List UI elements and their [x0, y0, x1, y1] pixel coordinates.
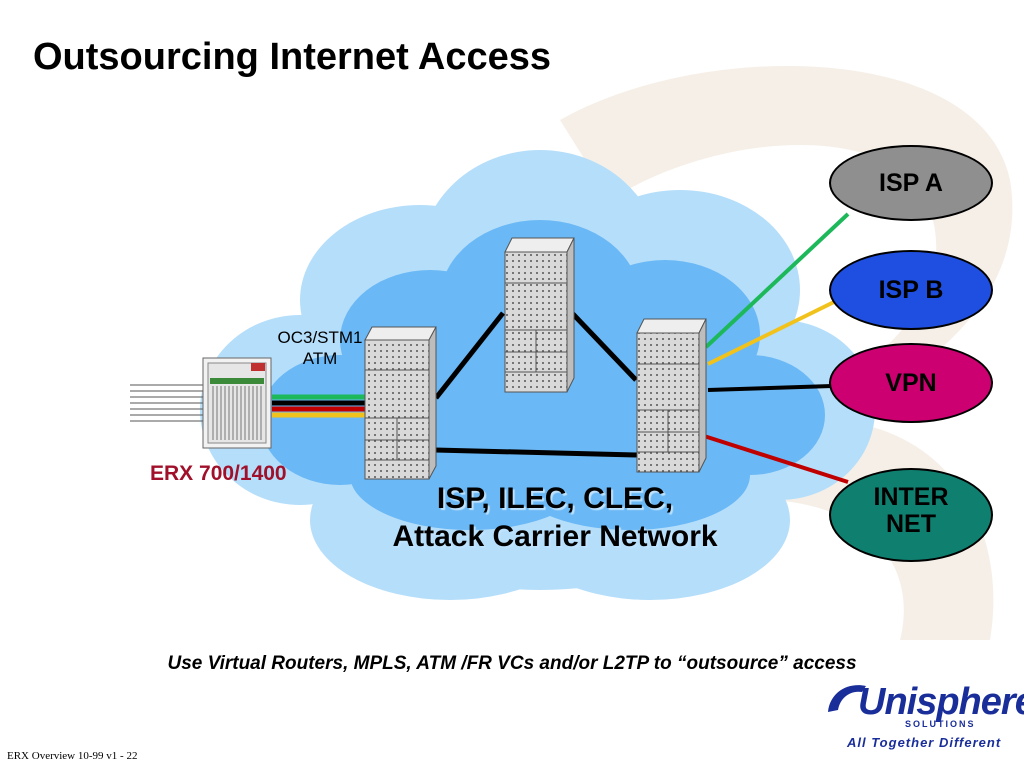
- slide-title: Outsourcing Internet Access: [33, 36, 552, 78]
- footer: ERX Overview 10-99 v1 - 22: [7, 750, 138, 762]
- internet-label-line1: INTER: [873, 483, 949, 511]
- vpn-node: VPN: [829, 343, 993, 423]
- link-isp-b: [707, 299, 837, 366]
- network-label-line2: Attack Carrier Network: [392, 520, 718, 553]
- internet-label-line2: NET: [886, 510, 936, 538]
- router-top: [504, 237, 575, 393]
- router-left: [364, 326, 437, 480]
- vpn-label: VPN: [885, 368, 937, 397]
- core-links: [434, 311, 639, 458]
- link-label-line1: OC3/STM1: [277, 328, 363, 347]
- link-isp-a: [704, 212, 850, 349]
- network-label: ISP, ILEC, CLEC, Attack Carrier Network: [355, 480, 755, 556]
- link-vpn: [707, 384, 833, 392]
- logo-tagline: All Together Different: [847, 735, 1002, 750]
- internet-label: INTER NET: [874, 484, 949, 538]
- link-label: OC3/STM1 ATM: [250, 327, 390, 369]
- link-label-line2: ATM: [302, 349, 338, 368]
- oc3-trunk: [272, 394, 370, 418]
- caption: Use Virtual Routers, MPLS, ATM /FR VCs a…: [167, 653, 857, 674]
- internet-node: INTER NET: [829, 468, 993, 562]
- isp-a-node: ISP A: [829, 145, 993, 221]
- edge-links: [703, 212, 850, 484]
- logo-sub: SOLUTIONS: [905, 719, 976, 729]
- logo-name: Unisphere: [858, 681, 1024, 723]
- isp-b-node: ISP B: [829, 250, 993, 330]
- link-internet: [703, 434, 849, 484]
- input-lines: [130, 384, 205, 422]
- network-label-line1: ISP, ILEC, CLEC,: [436, 482, 674, 515]
- erx-chassis: [202, 357, 272, 449]
- router-right: [636, 318, 707, 473]
- unisphere-logo-mark: [828, 685, 866, 712]
- isp-b-label: ISP B: [878, 275, 944, 304]
- isp-a-label: ISP A: [879, 168, 943, 197]
- device-label: ERX 700/1400: [150, 462, 287, 485]
